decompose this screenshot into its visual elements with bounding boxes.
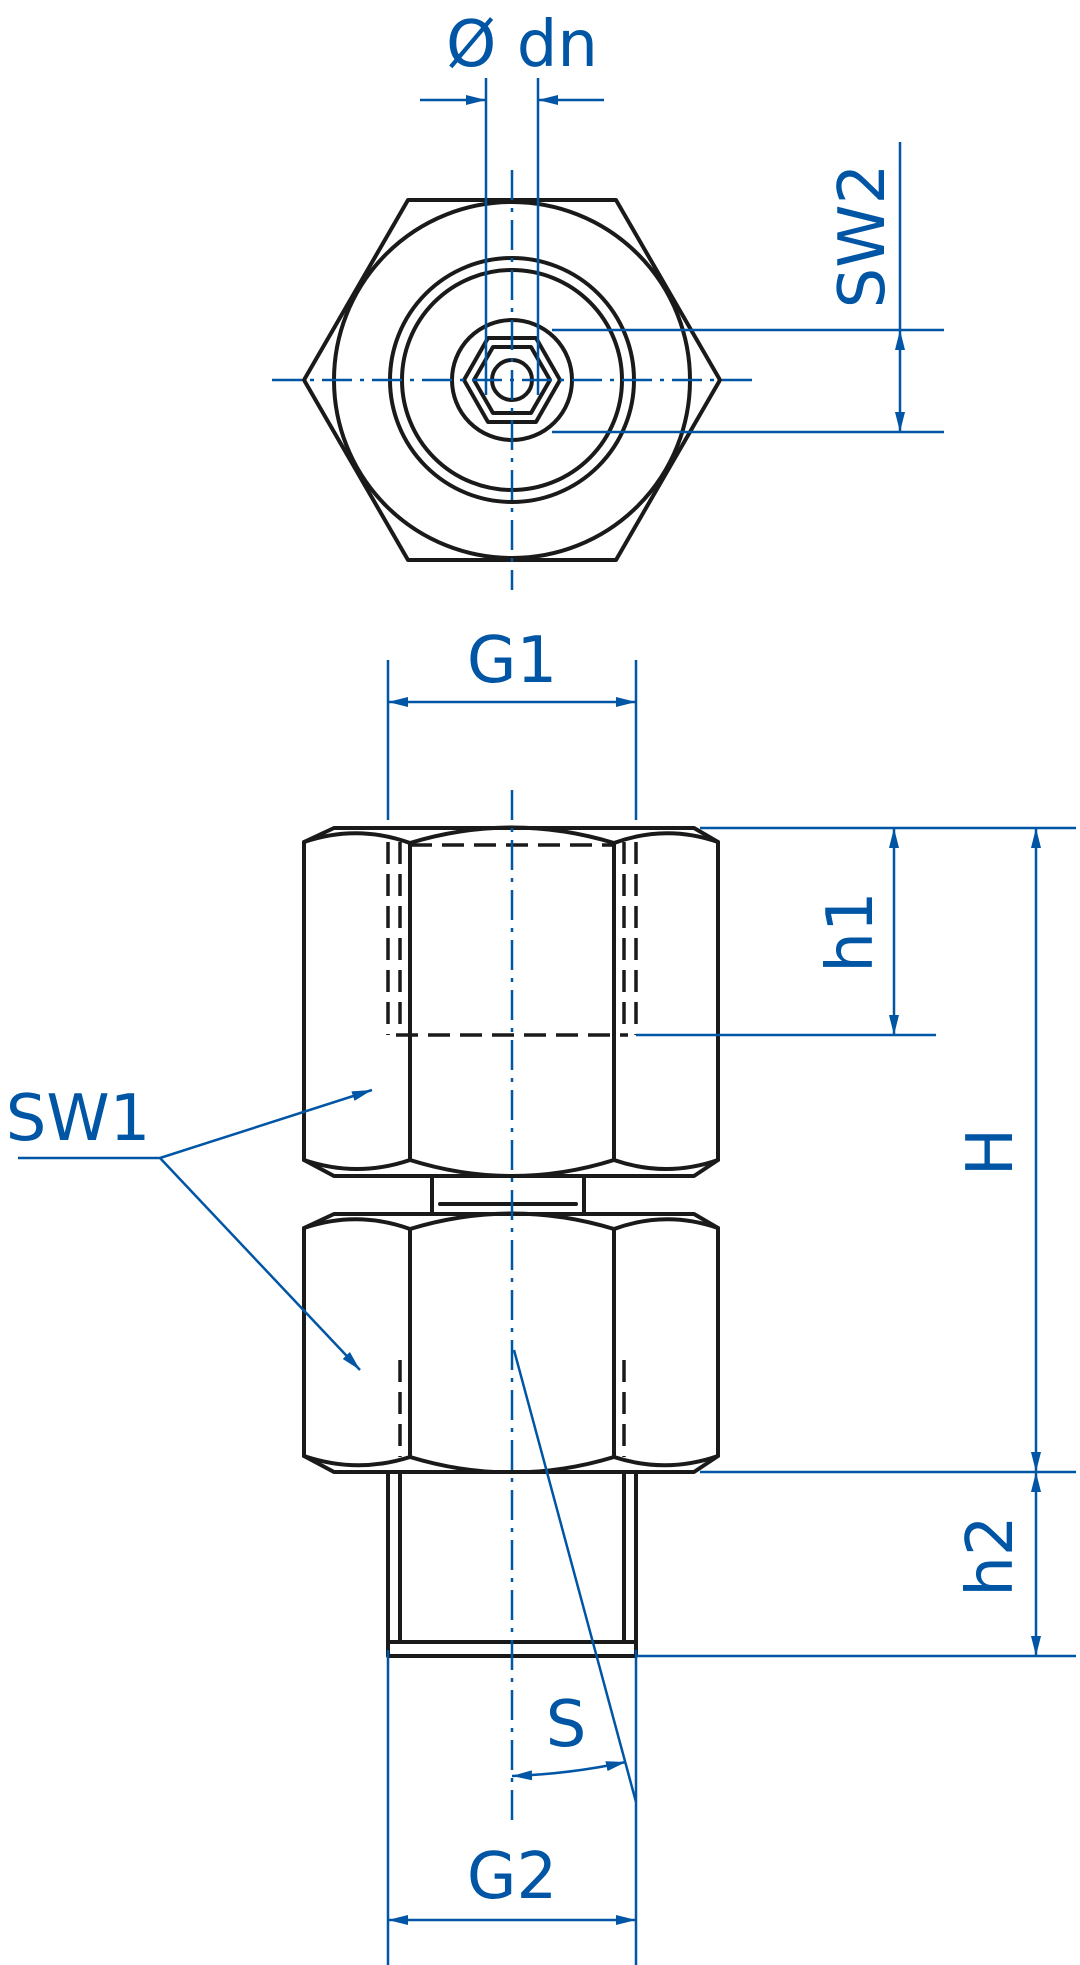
label-g1: G1: [467, 624, 557, 698]
label-h: H: [954, 1128, 1028, 1176]
lower-nut-side-bottom-left: [302, 1454, 412, 1468]
upper-nut-face-top: [408, 825, 616, 845]
lower-nut-side-top-left: [302, 1217, 412, 1231]
label-h2: h2: [954, 1515, 1028, 1596]
upper-nut-face-bottom: [408, 1158, 616, 1178]
upper-nut-side-top-left: [302, 831, 412, 845]
lower-nut-side-top-right: [612, 1217, 720, 1231]
label-sw1: SW1: [6, 1082, 151, 1156]
s-angle-arc: [511, 1760, 627, 1781]
sw1-leader-upper: [159, 1088, 373, 1160]
s-taper-line: [512, 1349, 638, 1803]
label-h1: h1: [814, 891, 888, 972]
upper-nut-side-bottom-right: [612, 1158, 720, 1171]
label-dn: Ø dn: [446, 8, 598, 82]
upper-nut-side-bottom-left: [302, 1158, 412, 1171]
lower-nut-side-bottom-right: [612, 1454, 720, 1468]
label-s: S: [546, 1688, 587, 1762]
sw1-leader-lower: [159, 1157, 361, 1371]
side-view: [18, 660, 1076, 1965]
label-g2: G2: [467, 1840, 557, 1914]
outer-hexagon: [302, 198, 722, 562]
label-sw2: SW2: [826, 164, 900, 309]
top-view: [272, 78, 944, 590]
neck: [430, 1170, 586, 1216]
upper-nut-side-top-right: [612, 831, 720, 845]
